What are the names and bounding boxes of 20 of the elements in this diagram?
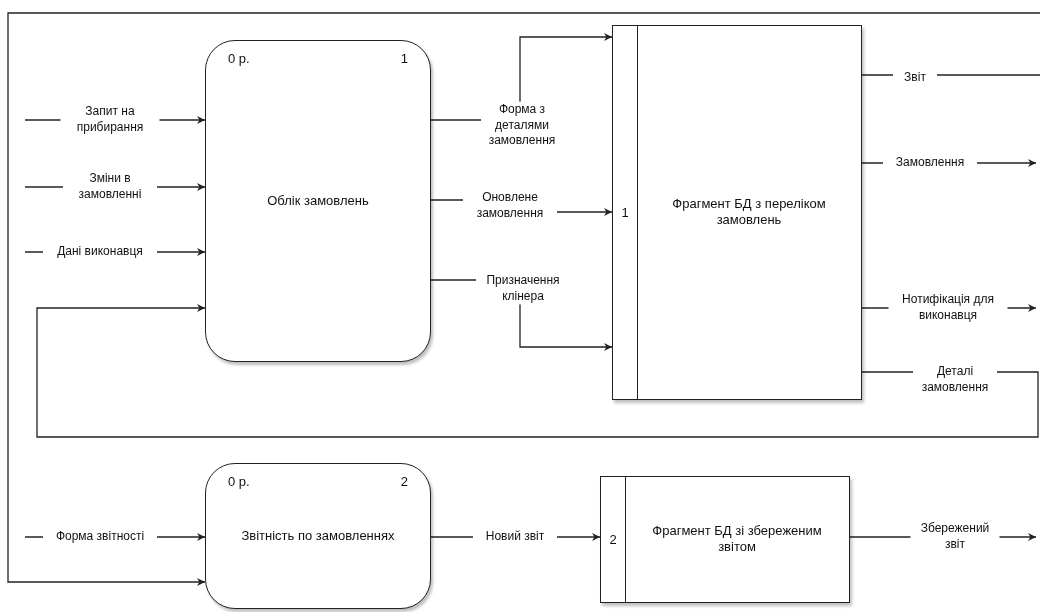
- edge-label: Нотифікація для виконавця: [888, 292, 1008, 324]
- store-number: 2: [608, 531, 618, 548]
- store-name: Фрагмент БД з переліком замовлень: [671, 195, 827, 230]
- arrow: [7, 12, 1040, 586]
- store-number: 1: [620, 204, 630, 221]
- data-store-box: [612, 25, 862, 400]
- process-box: [205, 463, 431, 609]
- edge-label: Дані виконавця: [43, 244, 157, 260]
- process-box: [205, 40, 431, 362]
- process-number: 2: [400, 474, 408, 491]
- data-store-box: [600, 476, 850, 603]
- process-name: Облік замовлень: [266, 192, 370, 210]
- process-number: 1: [400, 51, 408, 68]
- process-level: 0 р.: [228, 51, 250, 68]
- process-level: 0 р.: [228, 474, 250, 491]
- edge-label: Форма звітності: [43, 529, 157, 545]
- edge-label: Запит на прибирання: [60, 104, 160, 136]
- arrow: [36, 304, 1039, 438]
- store-name: Фрагмент БД зі збереженим звітом: [651, 522, 823, 557]
- process-name: Звітність по замовленнях: [240, 527, 396, 545]
